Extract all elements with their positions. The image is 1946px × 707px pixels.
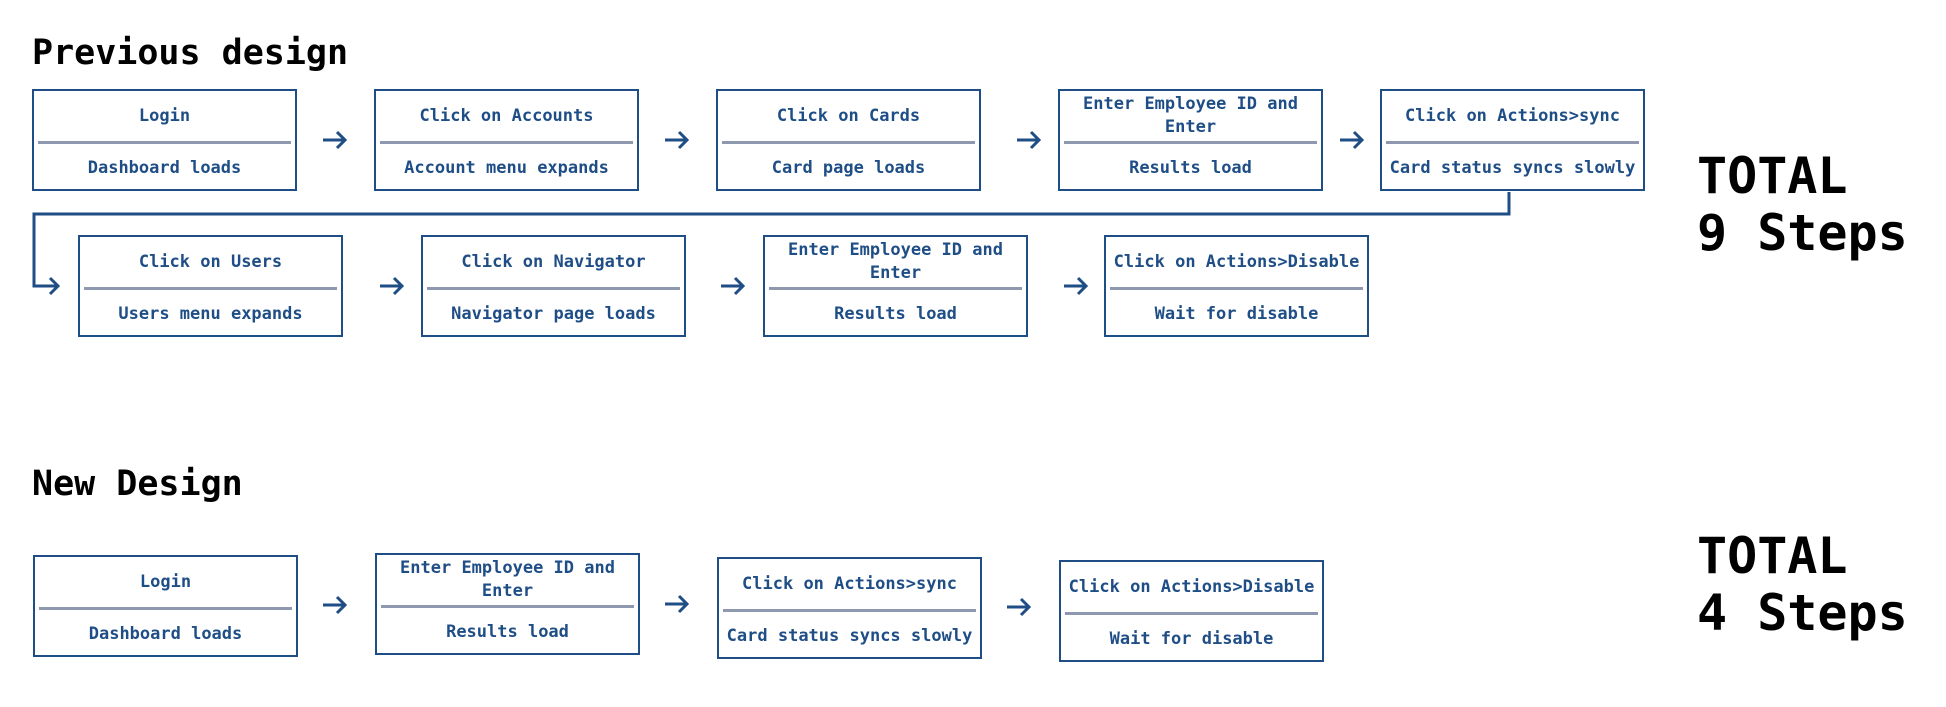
flow-step: Login Dashboard loads: [33, 555, 298, 657]
flow-step: Click on Actions>Disable Wait for disabl…: [1059, 560, 1324, 662]
step-result: Wait for disable: [1154, 303, 1319, 324]
step-action: Click on Navigator: [461, 251, 646, 272]
step-action: Login: [139, 571, 192, 592]
flow-step: Login Dashboard loads: [32, 89, 297, 191]
step-divider: [1110, 287, 1363, 290]
flow-step: Click on Actions>sync Card status syncs …: [1380, 89, 1645, 191]
step-result: Users menu expands: [118, 303, 303, 324]
step-action: Click on Actions>Disable: [1068, 576, 1315, 597]
previous-total: TOTAL 9 Steps: [1697, 148, 1908, 262]
flow-step: Enter Employee ID and Enter Results load: [375, 553, 640, 655]
arrow-right-icon: [1063, 276, 1089, 296]
step-result: Results load: [834, 303, 957, 324]
flow-step: Click on Cards Card page loads: [716, 89, 981, 191]
arrow-right-icon: [1339, 130, 1365, 150]
new-total-count: 4 Steps: [1697, 584, 1908, 642]
step-action: Click on Accounts: [419, 105, 594, 126]
step-action: Login: [138, 105, 191, 126]
step-result: Wait for disable: [1109, 628, 1274, 649]
step-result: Results load: [446, 621, 569, 642]
flow-step: Click on Navigator Navigator page loads: [421, 235, 686, 337]
step-action: Click on Actions>sync: [742, 573, 957, 594]
step-divider: [1065, 612, 1318, 615]
step-result: Card status syncs slowly: [726, 625, 973, 646]
arrow-right-icon: [1016, 130, 1042, 150]
step-result: Results load: [1129, 157, 1252, 178]
arrow-right-icon: [322, 595, 348, 615]
step-divider: [39, 607, 292, 610]
step-action: Click on Users: [138, 251, 283, 272]
step-result: Account menu expands: [404, 157, 609, 178]
arrow-right-icon: [720, 276, 746, 296]
step-divider: [38, 141, 291, 144]
step-divider: [769, 287, 1022, 290]
arrow-right-icon: [664, 130, 690, 150]
step-result: Dashboard loads: [88, 623, 243, 644]
step-action: Click on Cards: [776, 105, 921, 126]
step-divider: [1386, 141, 1639, 144]
flow-step: Enter Employee ID and Enter Results load: [763, 235, 1028, 337]
previous-total-label: TOTAL: [1697, 147, 1848, 205]
flow-step: Click on Users Users menu expands: [78, 235, 343, 337]
step-divider: [427, 287, 680, 290]
previous-total-count: 9 Steps: [1697, 204, 1908, 262]
new-total: TOTAL 4 Steps: [1697, 528, 1908, 642]
arrow-right-icon: [1006, 597, 1032, 617]
step-action: Click on Actions>sync: [1405, 105, 1620, 126]
flow-step: Enter Employee ID and Enter Results load: [1058, 89, 1323, 191]
step-divider: [380, 141, 633, 144]
step-divider: [84, 287, 337, 290]
step-action: Enter Employee ID and Enter: [788, 240, 1003, 283]
step-action: Enter Employee ID and Enter: [1083, 94, 1298, 137]
arrow-right-icon: [664, 594, 690, 614]
step-result: Card page loads: [771, 157, 926, 178]
step-divider: [723, 609, 976, 612]
step-action: Click on Actions>Disable: [1113, 251, 1360, 272]
step-divider: [1064, 141, 1317, 144]
step-action: Enter Employee ID and Enter: [400, 558, 615, 601]
arrow-right-icon: [379, 276, 405, 296]
new-design-title: New Design: [32, 464, 243, 504]
step-divider: [381, 605, 634, 608]
step-divider: [722, 141, 975, 144]
step-result: Navigator page loads: [451, 303, 656, 324]
flow-step: Click on Actions>sync Card status syncs …: [717, 557, 982, 659]
step-result: Card status syncs slowly: [1389, 157, 1636, 178]
previous-design-title: Previous design: [32, 33, 349, 73]
step-result: Dashboard loads: [87, 157, 242, 178]
arrow-right-icon: [322, 130, 348, 150]
flow-step: Click on Actions>Disable Wait for disabl…: [1104, 235, 1369, 337]
flow-step: Click on Accounts Account menu expands: [374, 89, 639, 191]
new-total-label: TOTAL: [1697, 527, 1848, 585]
